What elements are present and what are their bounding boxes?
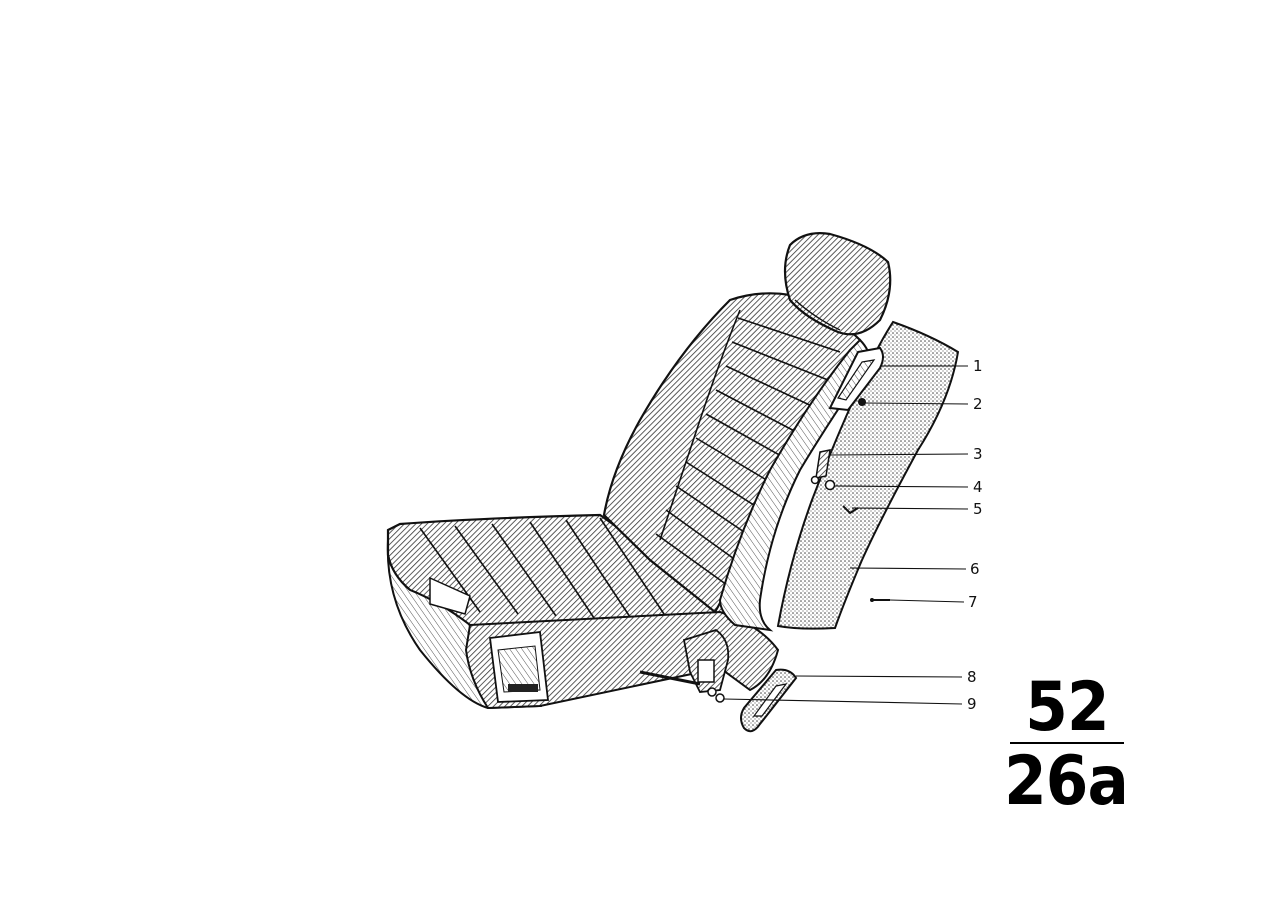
- hinge-mechanism: [639, 629, 730, 697]
- backrest: [602, 292, 872, 632]
- figure-page-number: 26a: [1004, 742, 1129, 821]
- callout-number: 6: [970, 560, 980, 578]
- screw-part: [715, 693, 725, 703]
- leader-lines: [723, 365, 969, 705]
- callout-number: 7: [968, 593, 978, 611]
- small-fittings: [810, 449, 859, 515]
- pin-part: [870, 598, 890, 602]
- callout-number: 3: [973, 445, 983, 463]
- callout-number: 8: [967, 668, 977, 686]
- callout-number: 2: [973, 395, 983, 413]
- callout-number: 4: [973, 478, 983, 496]
- recliner-lever: [828, 346, 884, 412]
- backrest-rear-panel: [776, 320, 960, 630]
- figure-group-number: 52: [1025, 668, 1109, 747]
- callout-number: 5: [973, 500, 983, 518]
- seat-side-trim: [464, 610, 780, 710]
- callout-numbers: 1 2 3 4 5 6 7 8 9: [967, 357, 983, 713]
- callout-number: 9: [967, 695, 977, 713]
- headrest: [783, 232, 892, 336]
- figure-divider: [1010, 742, 1124, 744]
- callout-number: 1: [973, 357, 983, 375]
